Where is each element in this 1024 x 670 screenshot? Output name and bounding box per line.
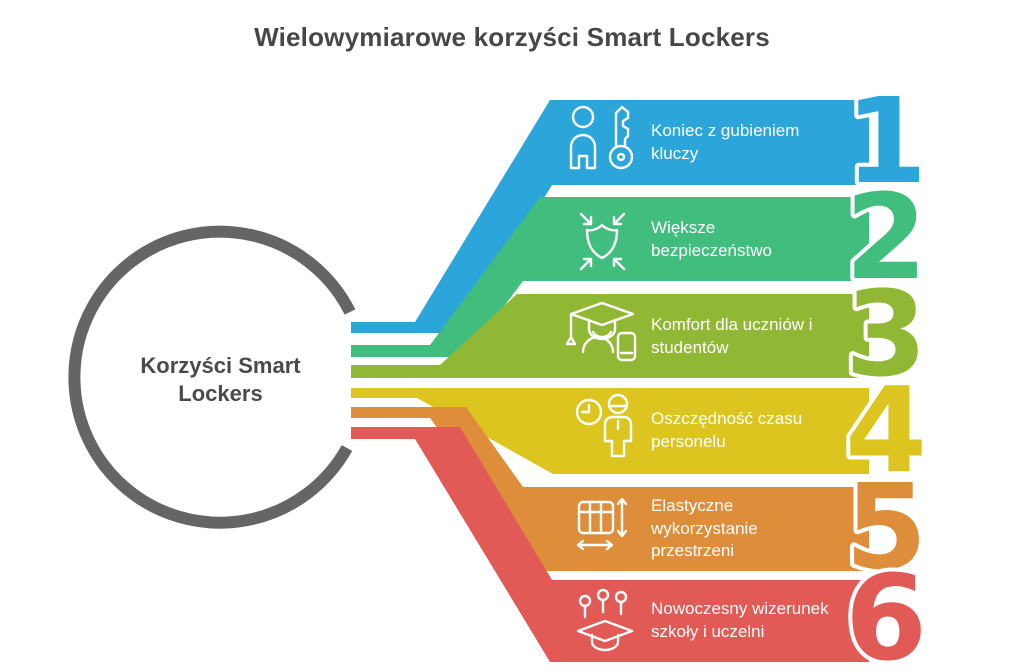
item-number-5: 5 [845,458,927,596]
item-label-5: Elastyczne wykorzystanie przestrzeni [651,496,758,561]
person-key-icon [569,105,634,170]
shield-arrows-icon [579,212,626,271]
item-label-3: Komfort dla uczniów i studentów [651,314,813,357]
item-number-1: 1 [845,72,927,210]
page-title: Wielowymiarowe korzyści Smart Lockers [254,22,770,52]
locker-resize-icon [576,497,628,551]
ribbon-4 [351,388,869,474]
item-label-1: Koniec z gubieniem kluczy [651,120,800,163]
center-circle-ring [68,225,356,529]
item-label-6: Nowoczesny wizerunek szkoły i uczelni [651,599,829,641]
item-number-4: 4 [845,361,927,499]
ribbon-1 [351,100,869,333]
item-number-3: 3 [845,265,927,403]
center-circle-label: Korzyści Smart Lockers [140,353,301,406]
item-label-4: Oszczędność czasu personelu [651,409,803,451]
item-number-6: 6 [845,549,927,670]
ribbon-6 [351,427,869,662]
ribbon-5 [351,407,869,571]
pins-graduation-icon [576,588,634,652]
item-label-2: Większe bezpieczeństwo [651,217,772,260]
ribbon-2 [351,197,869,357]
clock-person-icon [575,393,633,458]
graduate-phone-icon [565,301,637,362]
item-number-2: 2 [845,168,927,306]
